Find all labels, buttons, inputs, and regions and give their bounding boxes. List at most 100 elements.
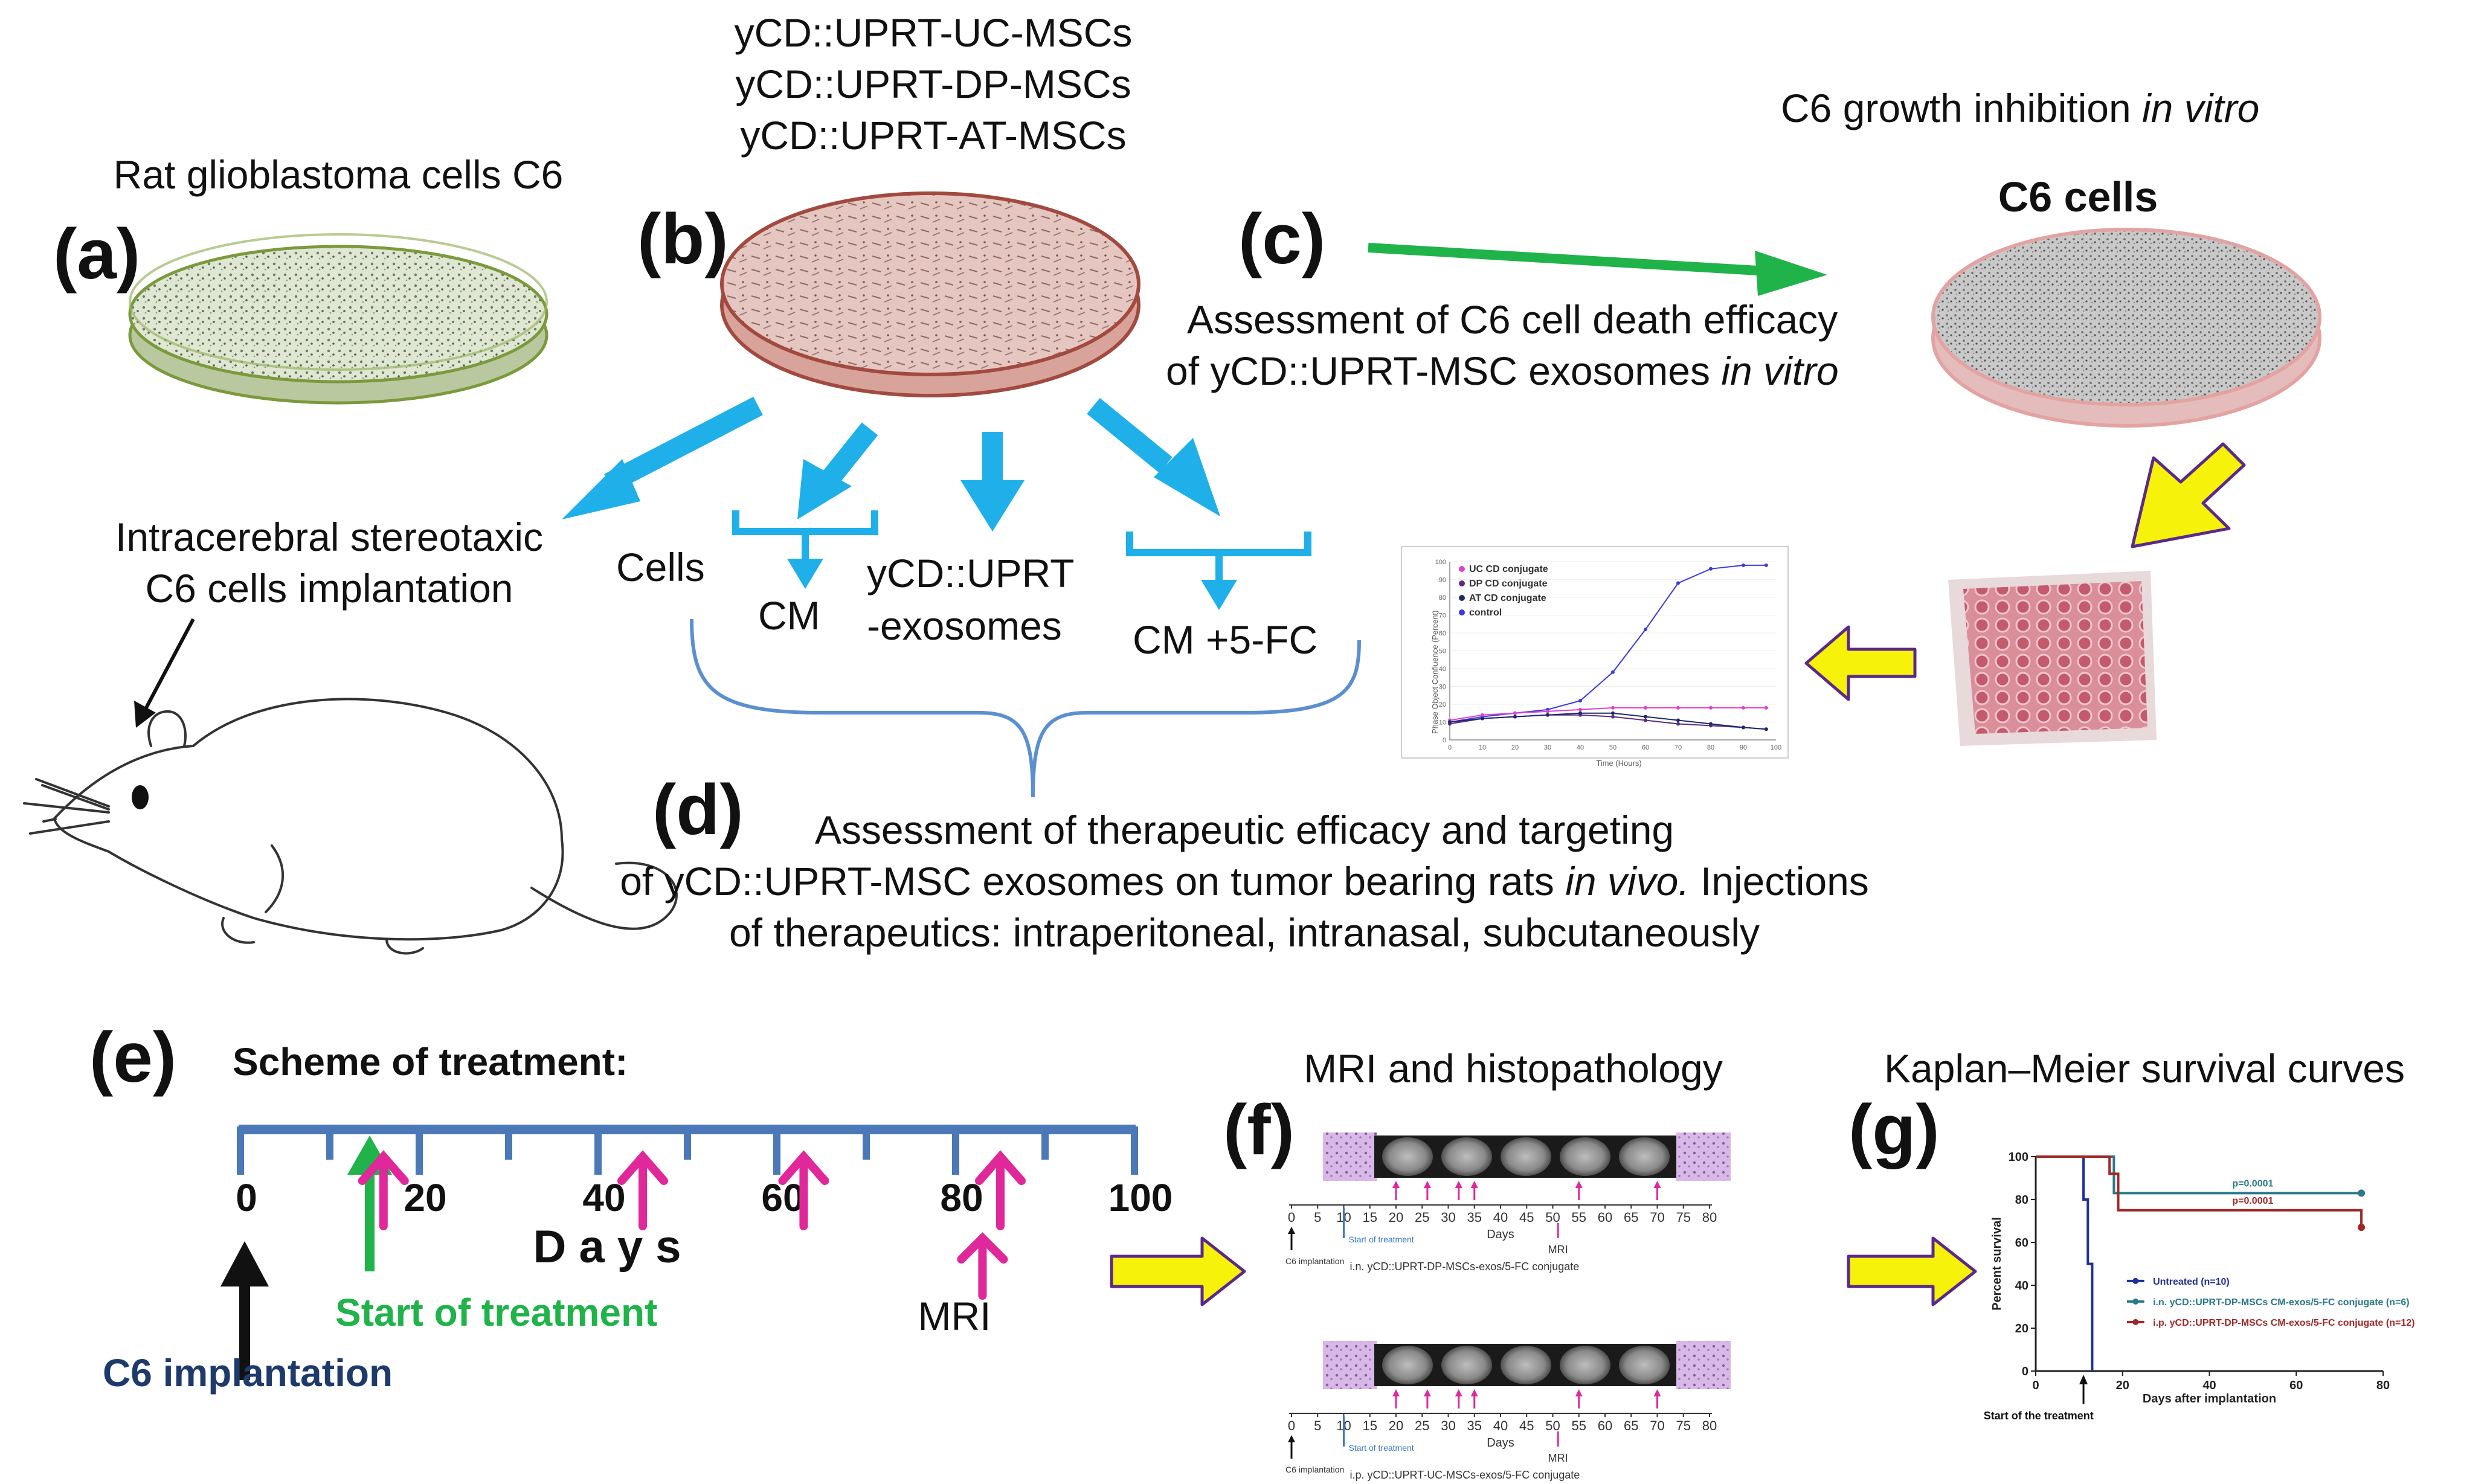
confluence-point-control xyxy=(1578,699,1582,703)
assess-d-line1: Assessment of therapeutic efficacy and t… xyxy=(814,808,1674,852)
confluence-point-control xyxy=(1709,567,1713,571)
confluence-point-at xyxy=(1709,722,1713,726)
output-cm-5fc: CM +5-FC xyxy=(1133,617,1318,662)
injection-arrow-head xyxy=(778,1150,829,1185)
confluence-xtick: 70 xyxy=(1674,744,1682,751)
mri-axis-tick-label: 65 xyxy=(1624,1418,1638,1433)
confluence-ytick: 20 xyxy=(1439,701,1446,708)
output-cells: Cells xyxy=(616,545,705,589)
histology-left xyxy=(1323,1132,1377,1181)
implant-caption-line2: C6 cells implantation xyxy=(145,566,513,611)
km-xtick-label: 40 xyxy=(2202,1379,2216,1392)
confluence-point-at xyxy=(1481,716,1484,721)
c6-cells-label: C6 cells xyxy=(1998,173,2158,220)
mri-axis-days: Days xyxy=(1487,1436,1514,1450)
confluence-legend-marker xyxy=(1459,580,1465,586)
mri-axis-tick-label: 55 xyxy=(1572,1210,1586,1225)
mri-axis-tick-label: 60 xyxy=(1598,1210,1612,1225)
mri-arrow-head xyxy=(957,1232,1008,1264)
mri-slice xyxy=(1501,1346,1551,1384)
histology-right xyxy=(1676,1132,1731,1181)
confluence-xlabel: Time (Hours) xyxy=(1596,759,1641,768)
injection-arrow-head xyxy=(617,1150,668,1185)
confluence-point-uc xyxy=(1742,705,1745,710)
confluence-point-control xyxy=(1764,563,1768,567)
confluence-point-uc xyxy=(1709,705,1713,710)
mri-axis-tick-label: 65 xyxy=(1624,1210,1638,1225)
rat-illustration xyxy=(23,698,678,955)
confluence-xtick: 0 xyxy=(1448,744,1452,751)
panel-label-c: (c) xyxy=(1238,199,1326,279)
confluence-xtick: 100 xyxy=(1771,744,1781,751)
mri-axis-tick-label: 30 xyxy=(1441,1418,1455,1433)
confluence-ytick: 80 xyxy=(1439,594,1446,602)
mri-axis-tick-label: 25 xyxy=(1415,1210,1429,1225)
km-ytick-label: 100 xyxy=(2009,1151,2028,1164)
mri-caption-1: i.n. yCD::UPRT-DP-MSCs-exos/5-FC conjuga… xyxy=(1350,1261,1580,1273)
mri-inject-head xyxy=(1455,1389,1462,1396)
km-legend-label: Untreated (n=10) xyxy=(2153,1277,2230,1287)
confluence-ytick: 30 xyxy=(1439,684,1446,691)
confluence-point-at xyxy=(1742,725,1745,730)
output-cm: CM xyxy=(758,593,820,638)
confluence-ytick: 90 xyxy=(1439,577,1446,584)
confluence-point-at xyxy=(1611,711,1615,715)
days-label: D a y s xyxy=(533,1221,681,1273)
mri-scan-label: MRI xyxy=(1548,1452,1568,1464)
confluence-xtick: 60 xyxy=(1642,744,1649,751)
mri-start-label: Start of treatment xyxy=(1349,1443,1414,1453)
mri-slice xyxy=(1382,1346,1433,1384)
timeline-tick-label: 0 xyxy=(236,1176,257,1219)
histology-right xyxy=(1676,1341,1731,1389)
output-exosomes-line1: yCD::UPRT xyxy=(867,551,1075,596)
confluence-xtick: 40 xyxy=(1577,744,1584,751)
timeline-tick-label: 100 xyxy=(1108,1176,1173,1219)
confluence-point-uc xyxy=(1481,713,1484,717)
mri-inject-head xyxy=(1392,1389,1400,1396)
mri-caption-2: i.p. yCD::UPRT-UC-MSCs-exos/5-FC conjuga… xyxy=(1350,1469,1580,1481)
mri-axis-tick-label: 35 xyxy=(1467,1418,1482,1433)
msc-line3: yCD::UPRT-AT-MSCs xyxy=(740,113,1127,158)
blue-arrows xyxy=(562,396,1220,532)
confluence-point-dp xyxy=(1676,722,1680,726)
confluence-point-at xyxy=(1676,718,1680,722)
panel-label-g: (g) xyxy=(1848,1090,1940,1170)
c6-growth-title-italic: in vitro xyxy=(2142,86,2260,130)
km-curve-untreated xyxy=(2036,1155,2094,1371)
mri-axis-tick-label: 15 xyxy=(1363,1418,1377,1433)
confluence-xtick: 80 xyxy=(1707,744,1714,751)
output-exosomes-line2: -exosomes xyxy=(867,603,1062,648)
mri-axis-tick-label: 40 xyxy=(1493,1210,1508,1225)
well-plate-photo xyxy=(1948,571,2157,746)
mri-implant-head xyxy=(1288,1227,1295,1234)
green-arrow-c-head xyxy=(1755,251,1827,296)
mri-implant-head xyxy=(1288,1435,1295,1442)
confluence-point-control xyxy=(1742,563,1745,567)
confluence-legend-marker xyxy=(1459,595,1465,601)
scheme-title-colon: : xyxy=(615,1040,628,1084)
mri-axis-tick-label: 75 xyxy=(1676,1418,1691,1433)
confluence-ytick: 70 xyxy=(1439,612,1446,620)
bracket-cm5fc-head xyxy=(1201,580,1237,610)
km-ytick-label: 40 xyxy=(2015,1279,2028,1293)
mri-axis-tick-label: 20 xyxy=(1389,1210,1403,1225)
confluence-ylabel: Phase Object Confluence (Percent) xyxy=(1430,611,1440,734)
c6-growth-title-text: C6 growth inhibition xyxy=(1781,86,2142,130)
confluence-point-uc xyxy=(1611,705,1615,710)
confluence-point-uc xyxy=(1513,711,1517,715)
km-xtick-label: 0 xyxy=(2032,1379,2039,1392)
confluence-point-at xyxy=(1546,713,1549,717)
confluence-ytick: 40 xyxy=(1439,666,1446,673)
implant-caption-line1: Intracerebral stereotaxic xyxy=(115,515,543,559)
mri-axis-tick-label: 30 xyxy=(1441,1210,1455,1225)
km-xtick-label: 20 xyxy=(2116,1379,2129,1392)
mri-inject-head xyxy=(1575,1389,1583,1396)
confluence-legend-label: DP CD conjugate xyxy=(1469,579,1548,589)
km-curve-ip-end xyxy=(2358,1224,2366,1232)
injection-arrow-head xyxy=(975,1150,1026,1185)
confluence-ytick: 60 xyxy=(1439,630,1446,637)
confluence-point-at xyxy=(1448,720,1452,724)
km-ytick-label: 20 xyxy=(2015,1322,2028,1335)
